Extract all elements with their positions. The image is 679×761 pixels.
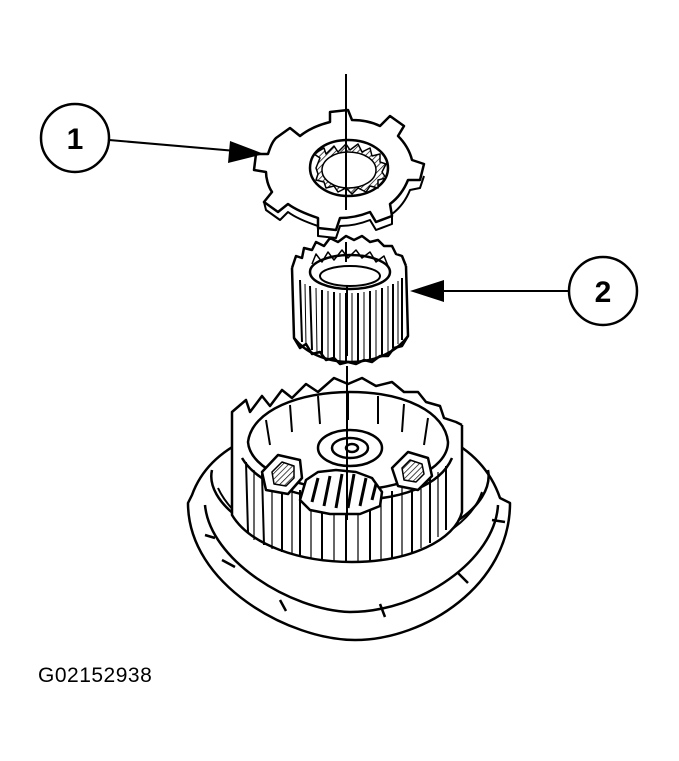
callout-2-arrowhead bbox=[410, 280, 444, 302]
splined-gear-sleeve bbox=[290, 234, 410, 366]
callout-1-arrowhead bbox=[228, 141, 264, 163]
callout-1-leader bbox=[108, 139, 237, 152]
assembly-centerline bbox=[345, 74, 348, 520]
callout-1-label: 1 bbox=[67, 123, 84, 156]
callout-1: 1 bbox=[39, 102, 264, 174]
figure-id: G02152938 bbox=[38, 664, 153, 687]
callout-2: 2 bbox=[410, 255, 639, 327]
clutch-housing bbox=[186, 376, 512, 642]
callout-2-label: 2 bbox=[595, 276, 612, 309]
toothed-retainer-ring bbox=[252, 108, 426, 239]
callout-1-circle bbox=[39, 102, 111, 174]
